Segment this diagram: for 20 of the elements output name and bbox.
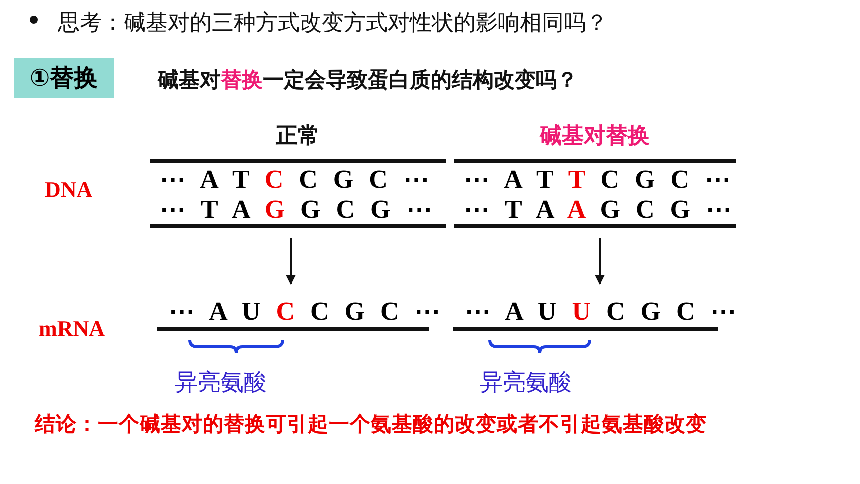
arrow bbox=[595, 238, 605, 285]
section-tag: ①替换 bbox=[14, 58, 114, 98]
panel-heading: 正常 bbox=[275, 123, 321, 151]
row-label: mRNA bbox=[39, 316, 105, 342]
row-label: DNA bbox=[45, 177, 93, 203]
question-text: 碱基对 bbox=[158, 67, 221, 94]
base-sequence: ⋯ A T C C G C ⋯ bbox=[160, 165, 430, 195]
question-text: 思考：碱基对的三种方式改变方式对性状的影响相同吗？ bbox=[58, 10, 608, 38]
amino-acid-label: 异亮氨酸 bbox=[480, 369, 572, 398]
conclusion-text: 结论：一个碱基对的替换可引起一个氨基酸的改变或者不引起氨基酸改变 bbox=[35, 411, 707, 438]
base-sequence: ⋯ A U U C G C ⋯ bbox=[465, 297, 737, 327]
highlighted-term: 替换 bbox=[221, 67, 263, 94]
base-sequence: ⋯ A T T C G C ⋯ bbox=[464, 165, 731, 195]
arrow bbox=[286, 238, 296, 285]
panel-heading: 碱基对替换 bbox=[538, 123, 651, 151]
amino-acid-label: 异亮氨酸 bbox=[175, 369, 267, 398]
base-sequence: ⋯ T A A G C G ⋯ bbox=[464, 195, 732, 225]
base-sequence: ⋯ A U C C G C ⋯ bbox=[169, 297, 441, 327]
base-sequence: ⋯ T A G G C G ⋯ bbox=[160, 195, 432, 225]
question-text: 一定会导致蛋白质的结构改变吗？ bbox=[263, 67, 578, 94]
